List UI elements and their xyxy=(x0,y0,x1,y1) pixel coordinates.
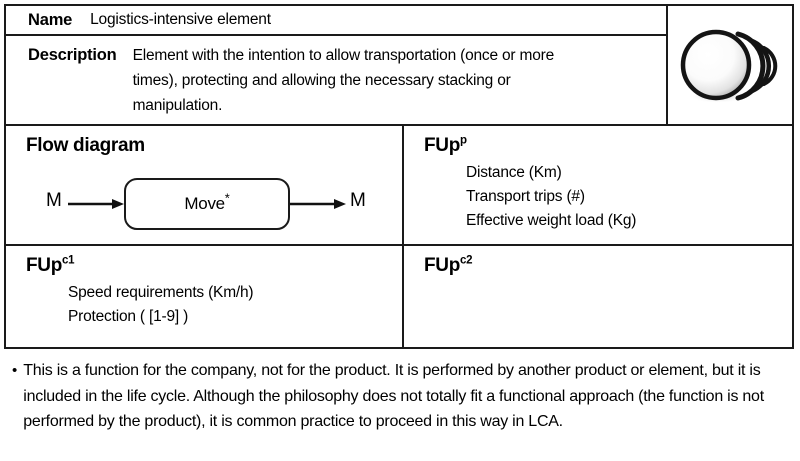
fup-p-title: FUpp xyxy=(424,134,467,156)
flow-diagram-cell: Flow diagram M Move* M xyxy=(6,126,402,244)
divider-vertical-upper xyxy=(402,126,404,244)
flow-diagram-graphic: M Move* M xyxy=(6,168,402,242)
list-item: Speed requirements (Km/h) xyxy=(68,284,254,301)
footnote-bullet-icon: • xyxy=(12,362,18,379)
fup-c1-title: FUpc1 xyxy=(26,254,75,276)
name-row: Name Logistics-intensive element xyxy=(6,6,666,36)
flow-diagram-title: Flow diagram xyxy=(26,135,145,156)
footnote: • This is a function for the company, no… xyxy=(12,358,788,435)
fup-c2-title: FUpc2 xyxy=(424,254,473,276)
list-item: Protection ( [1-9] ) xyxy=(68,308,189,325)
fup-c2-cell: FUpc2 xyxy=(404,246,792,347)
fup-p-cell: FUpp Distance (Km) Transport trips (#) E… xyxy=(404,126,792,244)
list-item: Distance (Km) xyxy=(466,164,562,181)
fup-c1-list: Speed requirements (Km/h) Protection ( [… xyxy=(68,281,402,329)
divider-horizontal-lower xyxy=(6,244,792,246)
fup-p-list: Distance (Km) Transport trips (#) Effect… xyxy=(466,161,792,233)
divider-vertical-lower xyxy=(402,246,404,347)
fup-c1-cell: FUpc1 Speed requirements (Km/h) Protecti… xyxy=(6,246,402,347)
flow-input-label: M xyxy=(46,190,62,211)
name-value: Logistics-intensive element xyxy=(90,11,271,28)
flow-process-box: Move* xyxy=(124,178,290,230)
footnote-text: This is a function for the company, not … xyxy=(23,362,764,430)
moving-sphere-icon xyxy=(680,29,778,103)
list-item: Transport trips (#) xyxy=(466,188,585,205)
footnote-row: • This is a function for the company, no… xyxy=(12,358,788,435)
element-icon-cell xyxy=(666,6,792,124)
element-card-table: Name Logistics-intensive element Descrip… xyxy=(4,4,794,349)
description-label: Description xyxy=(28,46,117,64)
list-item: Effective weight load (Kg) xyxy=(466,212,637,229)
flow-process-footnote-marker: * xyxy=(224,190,230,206)
description-value: Element with the intention to allow tran… xyxy=(132,47,555,114)
name-label: Name xyxy=(28,10,73,29)
flow-output-label: M xyxy=(350,190,366,211)
divider-horizontal-upper xyxy=(6,124,792,126)
flow-process-label: Move* xyxy=(184,190,230,213)
flow-arrows xyxy=(68,199,346,209)
description-row: Description Element with the intention t… xyxy=(6,36,666,124)
